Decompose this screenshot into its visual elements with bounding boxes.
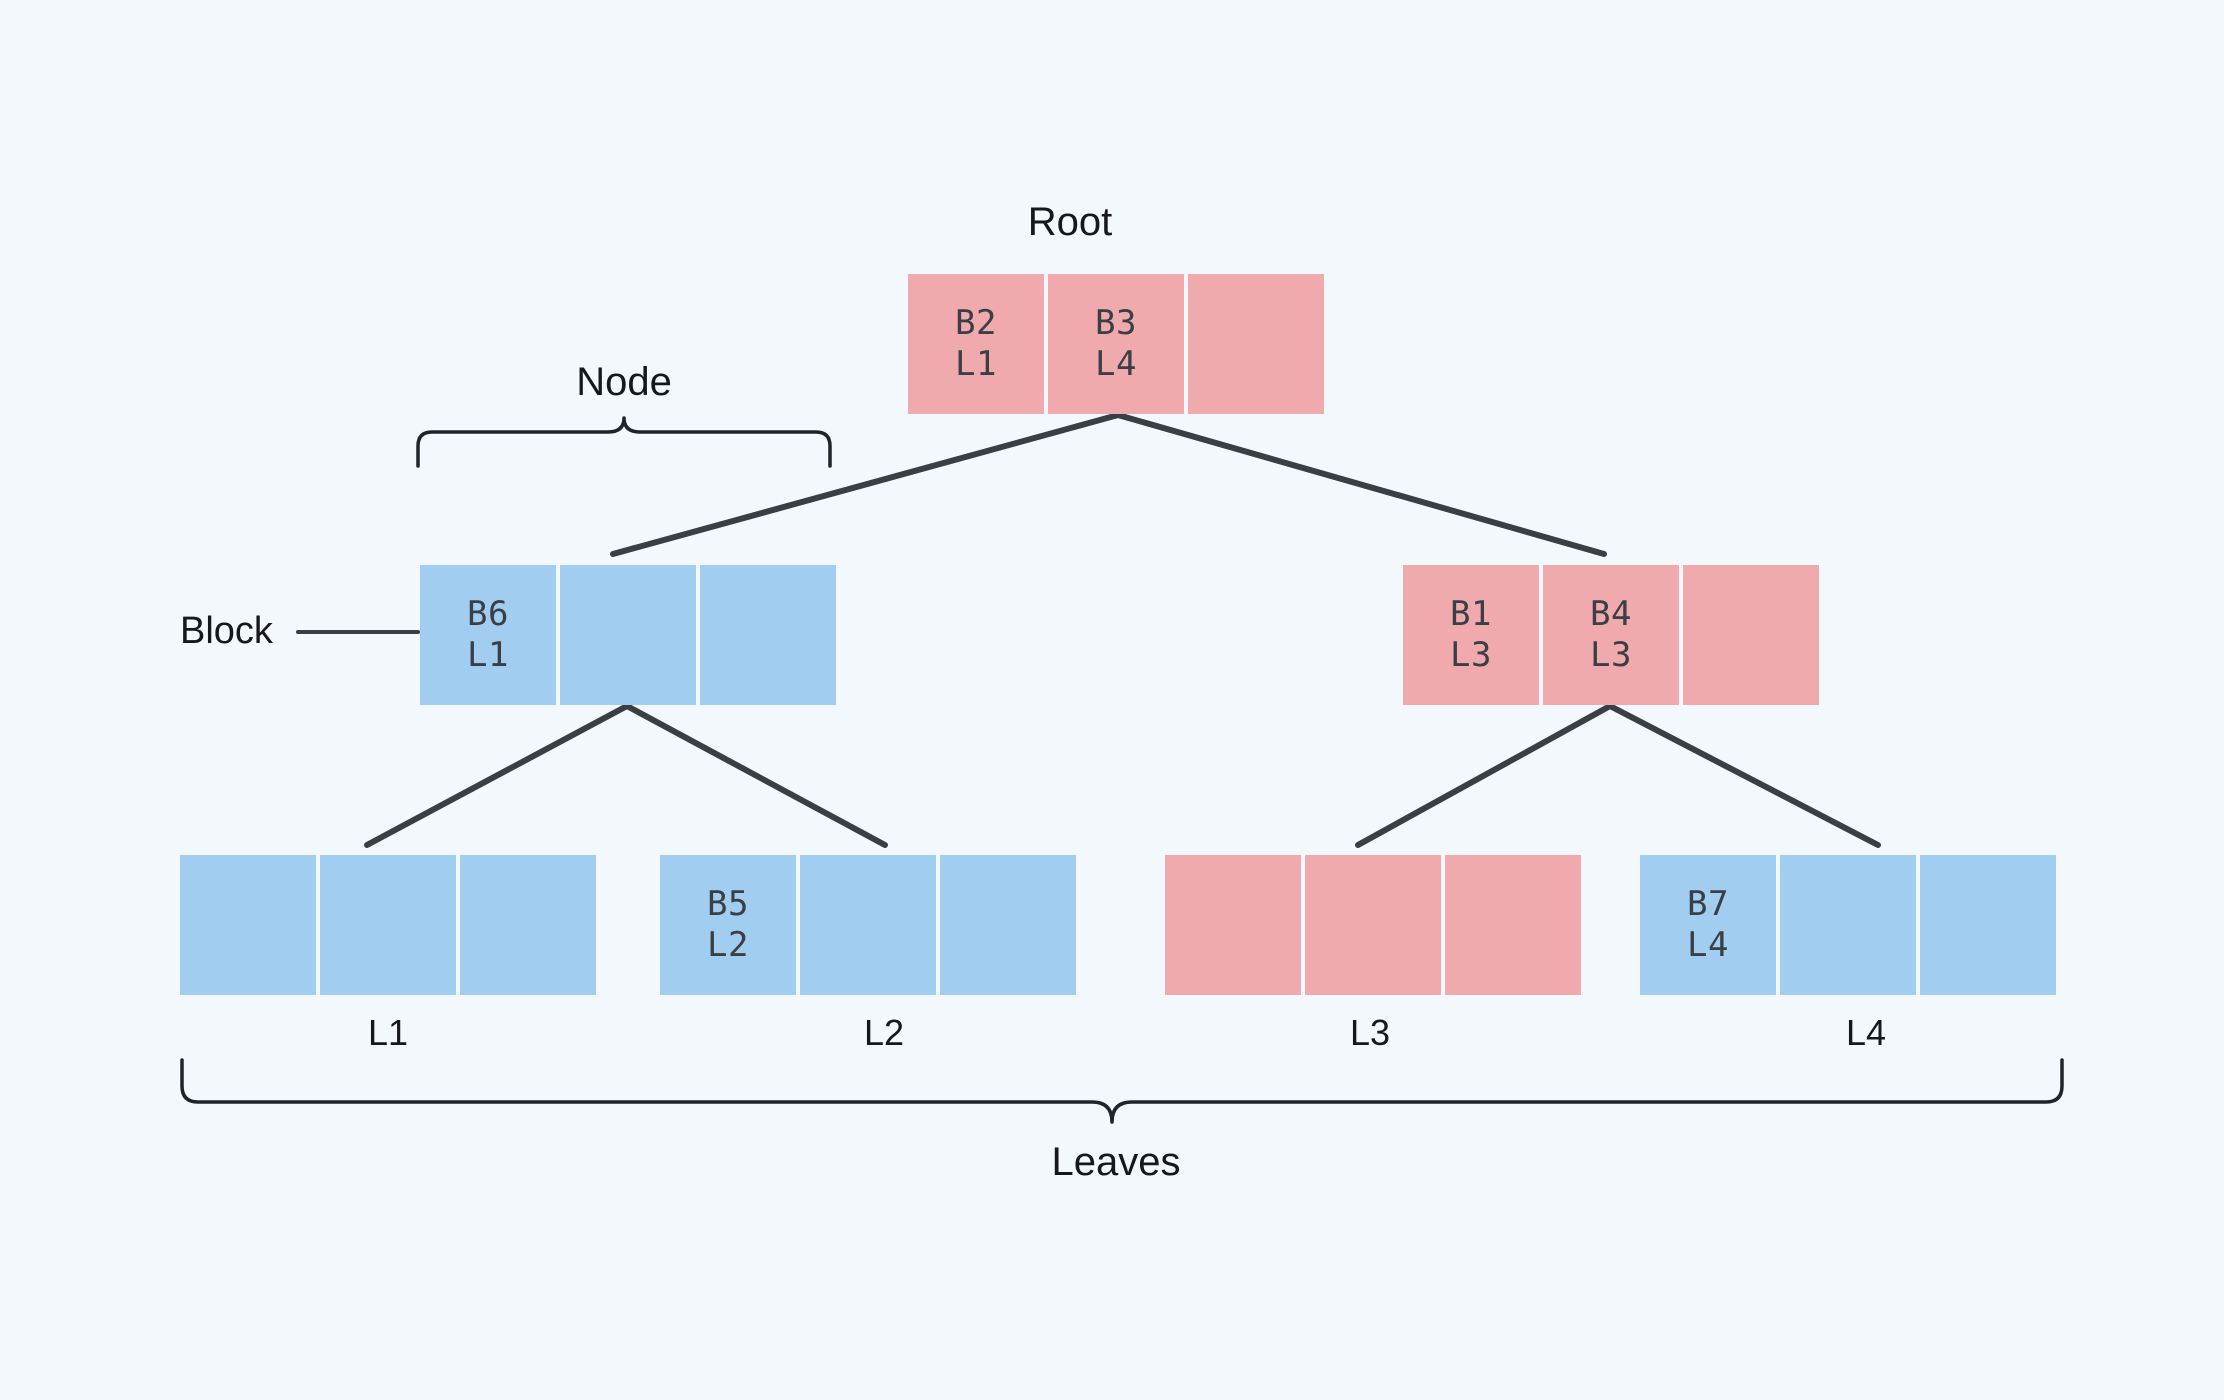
- leaf-l1-cell-2[interactable]: [460, 855, 596, 995]
- right-node-cell-1-line1: B4: [1590, 593, 1632, 634]
- leaves-brace: [180, 1058, 2064, 1124]
- edge-left-node-to-l2: [624, 703, 888, 848]
- root-cell-0-line1: B2: [955, 302, 997, 343]
- leaf-l2-cell-0[interactable]: B5 L2: [660, 855, 796, 995]
- edge-right-node-to-l4: [1607, 703, 1881, 848]
- leaf-group-label-l1: L1: [367, 1012, 409, 1053]
- root-cell-1[interactable]: B3 L4: [1048, 274, 1184, 414]
- root-cell-0-line2: L1: [955, 344, 997, 384]
- left-node-cell-0-line1: B6: [467, 593, 509, 634]
- leaf-l3-cell-1[interactable]: [1305, 855, 1441, 995]
- leaf-l2-cell-1[interactable]: [800, 855, 936, 995]
- leaf-l4-cell-0-line1: B7: [1687, 883, 1729, 924]
- left-node-cell-2[interactable]: [700, 565, 836, 705]
- root-cell-0[interactable]: B2 L1: [908, 274, 1044, 414]
- edge-root-to-left-node: [610, 412, 1121, 557]
- block-label: Block: [180, 610, 273, 652]
- leaf-group-label-l3: L3: [1349, 1012, 1391, 1053]
- leaves-label: Leaves: [1051, 1140, 1181, 1184]
- edge-root-to-right-node: [1115, 412, 1607, 557]
- right-node-cell-0-line1: B1: [1450, 593, 1492, 634]
- leaf-l1-cell-1[interactable]: [320, 855, 456, 995]
- leaf-l2-cell-0-line2: L2: [707, 925, 749, 965]
- leaf-group-label-l2: L2: [863, 1012, 905, 1053]
- leaf-l4-cell-1[interactable]: [1780, 855, 1916, 995]
- right-node-cell-0[interactable]: B1 L3: [1403, 565, 1539, 705]
- root-cell-1-line1: B3: [1095, 302, 1137, 343]
- node-label: Node: [576, 360, 672, 404]
- edge-right-node-to-l3: [1355, 703, 1613, 848]
- leaf-l4-cell-2[interactable]: [1920, 855, 2056, 995]
- left-node-cell-1[interactable]: [560, 565, 696, 705]
- right-node-cell-0-line2: L3: [1450, 635, 1492, 675]
- leaf-l3-cell-0[interactable]: [1165, 855, 1301, 995]
- root-label: Root: [1027, 200, 1113, 244]
- leaf-l1-cell-0[interactable]: [180, 855, 316, 995]
- left-node-cell-0[interactable]: B6 L1: [420, 565, 556, 705]
- leaf-l4-cell-0[interactable]: B7 L4: [1640, 855, 1776, 995]
- leaf-group-label-l4: L4: [1845, 1012, 1887, 1053]
- leaf-l2-cell-2[interactable]: [940, 855, 1076, 995]
- right-node-cell-1-line2: L3: [1590, 635, 1632, 675]
- root-cell-1-line2: L4: [1095, 344, 1137, 384]
- left-node-cell-0-line2: L1: [467, 635, 509, 675]
- right-node-cell-2[interactable]: [1683, 565, 1819, 705]
- root-cell-2[interactable]: [1188, 274, 1324, 414]
- node-brace: [416, 416, 832, 468]
- right-node-cell-1[interactable]: B4 L3: [1543, 565, 1679, 705]
- leaf-l4-cell-0-line2: L4: [1687, 925, 1729, 965]
- leaf-l2-cell-0-line1: B5: [707, 883, 749, 924]
- leaf-l3-cell-2[interactable]: [1445, 855, 1581, 995]
- edge-left-node-to-l1: [364, 703, 630, 848]
